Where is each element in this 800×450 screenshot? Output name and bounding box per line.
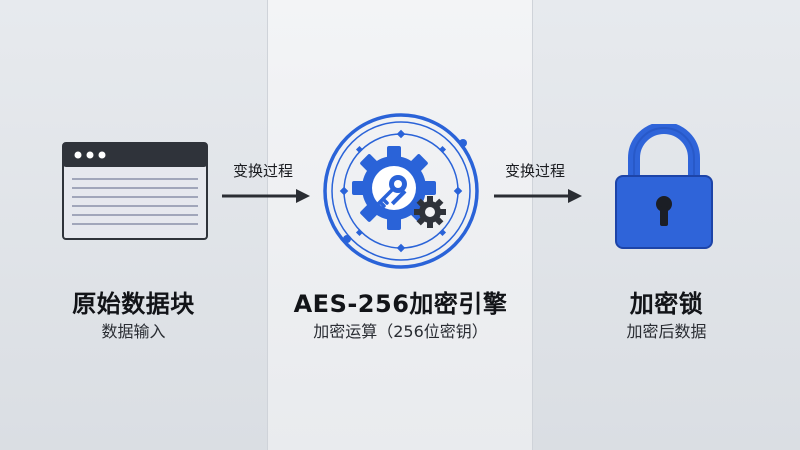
- source-title: 原始数据块: [72, 290, 195, 318]
- document-window-icon: [62, 142, 208, 240]
- left-arrow-label: 变换过程: [232, 162, 293, 180]
- gear-key-engine-icon: [323, 113, 479, 269]
- result-subtitle: 加密后数据: [626, 322, 707, 341]
- source-subtitle: 数据输入: [101, 322, 166, 341]
- engine-title: AES-256加密引擎: [293, 290, 508, 318]
- right-arrow-label: 变换过程: [504, 162, 565, 180]
- right-arrow: [494, 189, 582, 203]
- engine-subtitle: 加密运算（256位密钥）: [313, 322, 488, 341]
- left-arrow: [222, 189, 310, 203]
- result-title: 加密锁: [629, 290, 704, 318]
- padlock-icon: [615, 124, 713, 249]
